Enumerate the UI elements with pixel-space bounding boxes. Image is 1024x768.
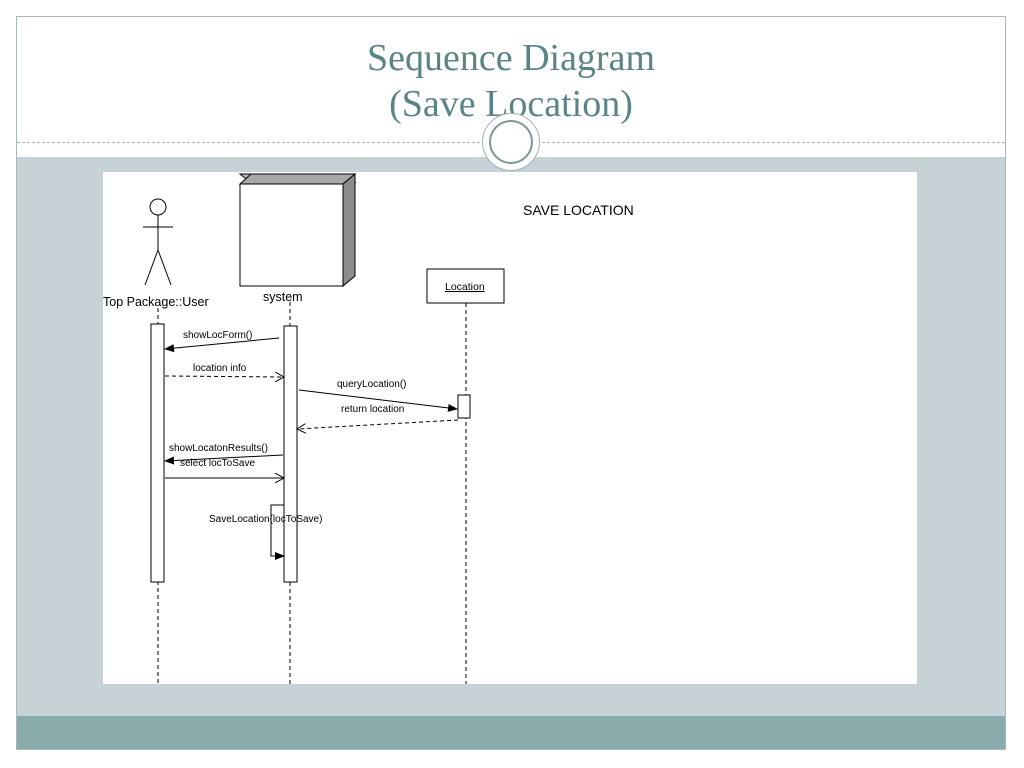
msg-query-location-arrow	[298, 389, 458, 412]
actor-icon	[143, 198, 173, 286]
divider-ornament-ring	[489, 120, 533, 164]
title-line-1: Sequence Diagram	[366, 37, 656, 79]
slide-title: Sequence Diagram (Save Location)	[17, 17, 1005, 143]
diagram-heading: SAVE LOCATION	[523, 202, 634, 218]
msg-location-info-arrow	[164, 376, 284, 377]
msg-return-location: return location	[341, 404, 404, 415]
sequence-diagram: SAVE LOCATION Top Package::User system L…	[103, 172, 634, 684]
msg-return-location-arrow	[297, 419, 459, 429]
msg-show-loc-form: showLocForm()	[183, 330, 252, 341]
actor-label: Top Package::User	[103, 295, 209, 309]
msg-query-location: queryLocation()	[337, 379, 406, 390]
msg-show-location-results-arrow	[164, 454, 284, 465]
system-activation	[283, 325, 298, 583]
actor-activation	[150, 323, 165, 583]
location-activation	[457, 394, 471, 419]
msg-select-loc-to-save: select locToSave	[180, 458, 255, 469]
footer-band	[17, 716, 1005, 749]
location-object-label: Location	[445, 281, 485, 293]
msg-save-location-arrow	[270, 504, 285, 560]
msg-location-info: location info	[193, 363, 247, 374]
msg-show-location-results: showLocatonResults()	[169, 443, 268, 454]
msg-show-loc-form-arrow	[164, 337, 280, 353]
location-object-box	[426, 268, 505, 304]
system-label: system	[263, 290, 303, 304]
system-box-icon	[238, 172, 357, 288]
msg-save-location: SaveLocation(locToSave)	[209, 514, 322, 525]
sequence-diagram-panel: SAVE LOCATION Top Package::User system L…	[103, 172, 917, 684]
